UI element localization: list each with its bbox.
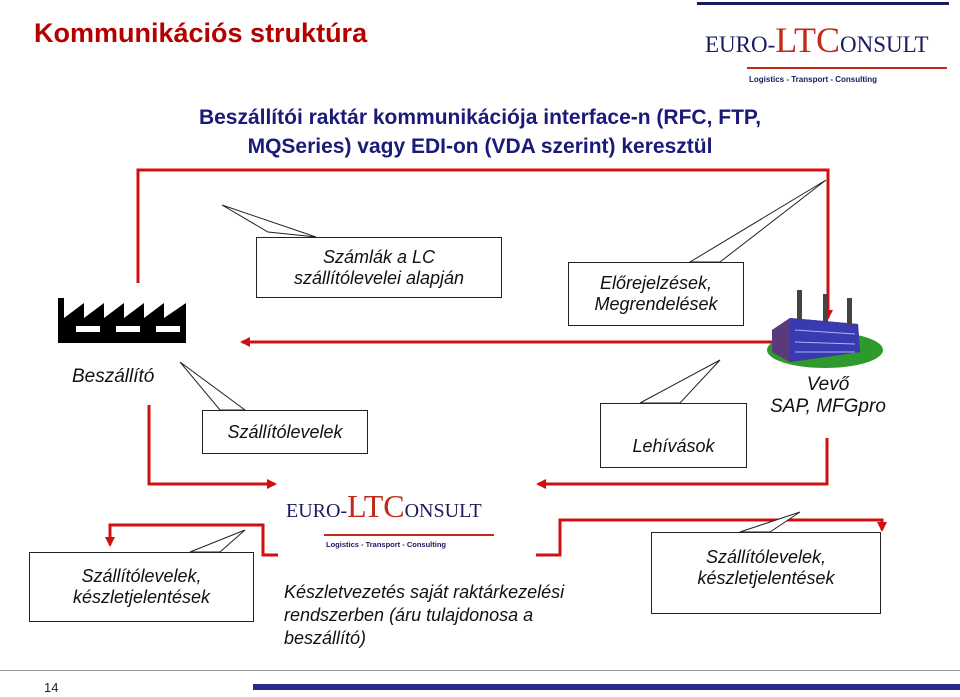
callout-szallitolevelek: Szállítólevelek xyxy=(202,410,368,454)
arrow-customer-to-center xyxy=(536,438,829,489)
heading-line-1: Beszállítói raktár kommunikációja interf… xyxy=(198,106,762,129)
callout-tail-szamlak xyxy=(221,204,317,238)
supplier-label: Beszállító xyxy=(72,366,155,387)
center-logo-prefix: EURO- xyxy=(286,500,348,522)
center-text-line-1: Készletvezetés saját raktárkezelési xyxy=(284,582,565,602)
center-text: Készletvezetés saját raktárkezelési rend… xyxy=(284,581,564,650)
customer-label-line-2: SAP, MFGpro xyxy=(770,396,886,417)
company-logo: EURO-LTCONSULT Logistics - Transport - C… xyxy=(697,2,949,87)
heading-line-2: MQSeries) vagy EDI-on (VDA szerint) kere… xyxy=(247,135,713,158)
callout-elorejelzesek: Előrejelzések, Megrendelések xyxy=(568,262,744,326)
callout-tail-elorejelzesek xyxy=(688,179,827,263)
callout-right-bottom: Szállítólevelek, készletjelentések xyxy=(651,532,881,614)
callout-szallitolevelek-text: Szállítólevelek xyxy=(227,421,343,442)
arrow-top-loop xyxy=(136,168,833,320)
center-logo: EURO-LTCONSULT Logistics - Transport - C… xyxy=(278,466,536,560)
page-title: Kommunikációs struktúra xyxy=(34,18,368,48)
callout-szamlak-line-1: Számlák a LC xyxy=(322,246,436,267)
callout-lehivasok-text: Lehívások xyxy=(632,436,715,456)
center-text-line-3: beszállító) xyxy=(284,628,367,648)
customer-label-line-1: Vevő xyxy=(806,374,850,395)
center-logo-ltc: LTC xyxy=(347,488,405,524)
heading: Beszállítói raktár kommunikációja interf… xyxy=(130,103,830,161)
callout-right-bottom-line-2: készletjelentések xyxy=(697,568,835,588)
callout-left-bottom-line-1: Szállítólevelek, xyxy=(81,566,202,586)
callout-tail-left-bottom xyxy=(189,529,246,553)
warehouse-icon xyxy=(767,290,883,368)
callout-left-bottom-line-2: készletjelentések xyxy=(72,587,211,607)
logo-ltc: LTC xyxy=(775,20,840,60)
callout-szamlak: Számlák a LC szállítólevelei alapján xyxy=(256,237,502,298)
factory-icon xyxy=(58,298,186,343)
callout-tail-szallitolevelek xyxy=(179,361,247,411)
customer-label: Vevő SAP, MFGpro xyxy=(748,374,908,418)
logo-prefix: EURO- xyxy=(705,32,776,57)
callout-left-bottom: Szállítólevelek, készletjelentések xyxy=(29,552,254,622)
arrow-center-to-left xyxy=(105,523,278,557)
callout-tail-right-bottom xyxy=(739,511,801,533)
callout-elorejelzesek-line-1: Előrejelzések, xyxy=(599,273,713,293)
callout-szamlak-line-2: szállítólevelei alapján xyxy=(293,267,465,288)
bottom-bar xyxy=(253,684,960,690)
callout-right-bottom-line-1: Szállítólevelek, xyxy=(705,547,827,567)
arrow-center-to-right xyxy=(536,518,887,557)
center-logo-tagline: Logistics - Transport - Consulting xyxy=(326,540,446,549)
footer-line xyxy=(0,670,960,671)
center-logo-suffix: ONSULT xyxy=(404,500,482,522)
center-text-line-2: rendszerben (áru tulajdonosa a xyxy=(284,605,534,625)
page-number: 14 xyxy=(44,680,59,695)
callout-lehivasok: Lehívások xyxy=(600,403,747,468)
logo-suffix: ONSULT xyxy=(839,32,929,57)
callout-tail-lehivasok xyxy=(639,359,721,404)
callout-elorejelzesek-line-2: Megrendelések xyxy=(594,294,718,314)
logo-tagline: Logistics - Transport - Consulting xyxy=(749,75,877,84)
arrow-supplier-to-center xyxy=(147,405,277,489)
